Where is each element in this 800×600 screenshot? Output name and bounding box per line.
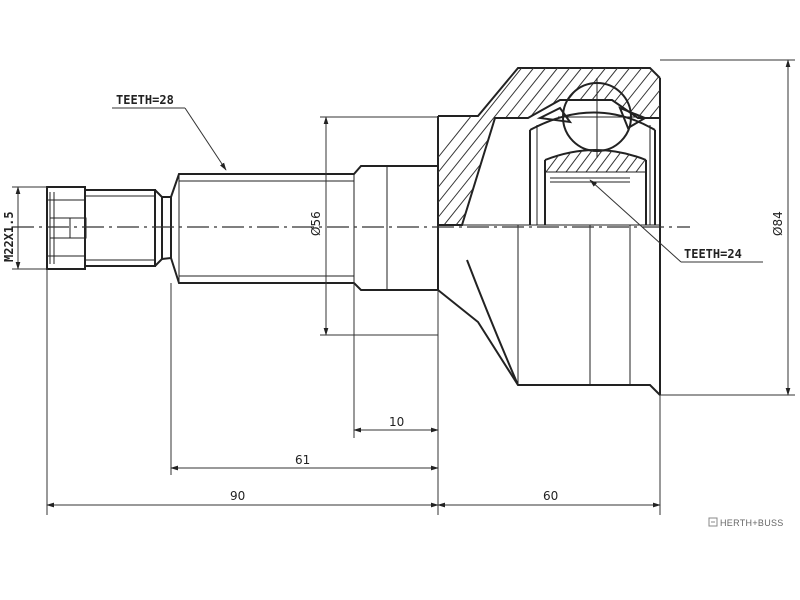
brand-name: HERTH+BUSS — [720, 518, 784, 528]
extension-lines — [12, 59, 795, 515]
brand-logo: HERTH+BUSS — [708, 517, 784, 528]
dimension-dia84: Ø84 — [771, 59, 791, 396]
hatched-section — [438, 68, 660, 226]
thread-label: M22X1.5 — [2, 211, 16, 262]
dimension-90: 90 — [46, 489, 439, 508]
dimension-10: 10 — [353, 415, 439, 433]
dia56-label: Ø56 — [309, 211, 323, 236]
dimension-90-label: 90 — [230, 489, 245, 503]
dimension-thread: M22X1.5 — [2, 186, 21, 270]
dimension-60-label: 60 — [543, 489, 558, 503]
dimension-61: 61 — [170, 453, 439, 471]
dimension-61-label: 61 — [295, 453, 310, 467]
teeth-28-label: TEETH=28 — [116, 93, 174, 107]
callout-teeth-28: TEETH=28 — [112, 93, 227, 171]
dia84-label: Ø84 — [771, 211, 785, 236]
callout-teeth-24: TEETH=24 — [589, 179, 763, 263]
teeth-24-label: TEETH=24 — [684, 247, 742, 261]
ball-cage-assembly — [529, 78, 656, 225]
dimension-dia56: Ø56 — [309, 116, 329, 336]
dimension-10-label: 10 — [389, 415, 404, 429]
shaft — [161, 165, 438, 291]
threaded-stub — [46, 186, 163, 270]
dimension-60: 60 — [437, 489, 661, 508]
